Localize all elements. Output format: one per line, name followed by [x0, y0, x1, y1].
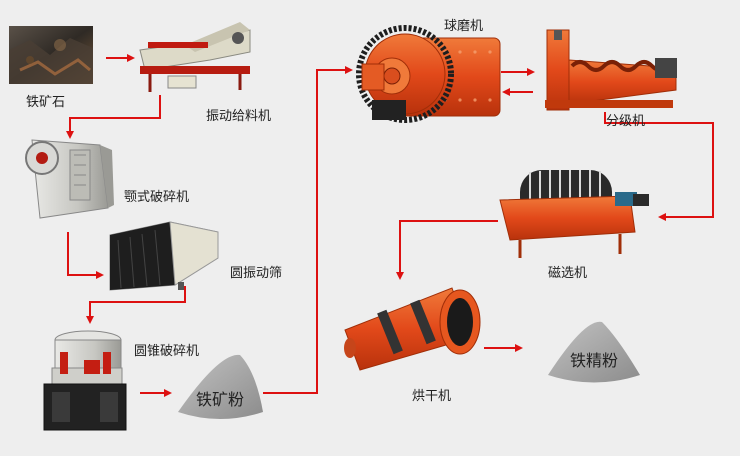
arrow-screen-to-cone [86, 286, 186, 324]
cone-crusher-machine [43, 330, 127, 431]
rotary-dryer-label: 烘干机 [412, 389, 452, 404]
iron-concentrate-pile: 铁精粉 [548, 321, 640, 383]
iron-ore-image [9, 26, 93, 84]
iron-ore-powder-label: 铁矿粉 [196, 390, 244, 409]
vibrating-feeder-label: 振动给料机 [206, 109, 272, 124]
classifier-label: 分级机 [606, 114, 646, 129]
magnetic-separator-machine [499, 170, 649, 258]
circular-screen-label: 圆振动筛 [230, 266, 283, 281]
vibrating-feeder-machine [139, 22, 251, 92]
arrow-separator-to-dryer [396, 220, 498, 280]
arrow-classifier-to-separator [604, 112, 714, 221]
ball-mill-machine [356, 25, 501, 123]
jaw-crusher-machine [25, 139, 114, 219]
ball-mill-label: 球磨机 [444, 19, 484, 34]
arrow-feeder-to-jaw [66, 95, 161, 139]
iron-concentrate-label: 铁精粉 [570, 351, 618, 370]
iron-ore-powder-pile: 铁矿粉 [178, 354, 263, 419]
iron-ore-label: 铁矿石 [26, 95, 66, 110]
flow-arrows [66, 54, 714, 397]
classifier-machine [545, 29, 677, 111]
magnetic-separator-label: 磁选机 [548, 266, 588, 281]
jaw-crusher-label: 颚式破碎机 [124, 190, 190, 205]
cone-crusher-label: 圆锥破碎机 [134, 344, 200, 359]
circular-screen-machine [109, 221, 219, 291]
rotary-dryer-machine [344, 287, 481, 371]
arrow-jaw-to-screen [67, 232, 104, 279]
arrow-powder-to-mill [263, 66, 353, 394]
